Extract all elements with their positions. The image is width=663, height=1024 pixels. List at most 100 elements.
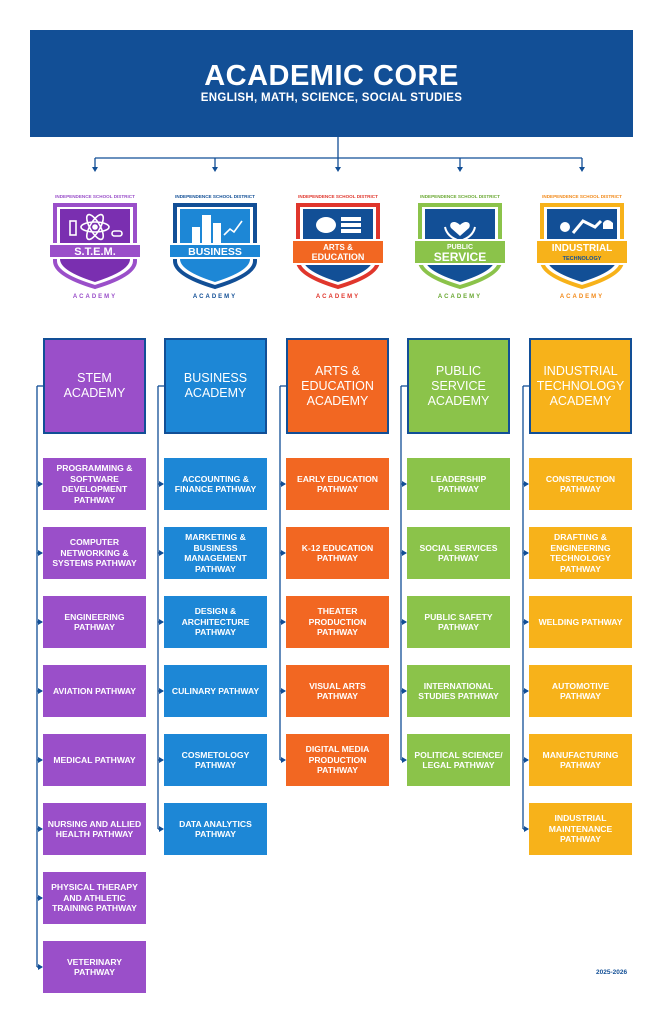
arts-education-pathway-box: DIGITAL MEDIA PRODUCTION PATHWAY [286, 734, 389, 786]
stem-pathway-box: VETERINARY PATHWAY [43, 941, 146, 993]
business-pathway-box: COSMETOLOGY PATHWAY [164, 734, 267, 786]
pathway-arrow-icon [281, 619, 286, 625]
pathway-arrow-icon [281, 550, 286, 556]
public-service-pathway-box: INTERNATIONAL STUDIES PATHWAY [407, 665, 510, 717]
pathway-arrow-icon [524, 619, 529, 625]
pathway-arrow-icon [38, 481, 43, 487]
pathway-arrow-icon [402, 481, 407, 487]
stem-pathway-box: PHYSICAL THERAPY AND ATHLETIC TRAINING P… [43, 872, 146, 924]
logo-name-line1: INDUSTRIAL [552, 243, 613, 254]
pathway-arrow-icon [402, 757, 407, 763]
pathway-arrow-icon [281, 688, 286, 694]
atom-icon [69, 213, 123, 241]
industrial-technology-pathway-box: DRAFTING & ENGINEERING TECHNOLOGY PATHWA… [529, 527, 632, 579]
stem-pathway-box: COMPUTER NETWORKING & SYSTEMS PATHWAY [43, 527, 146, 579]
industrial-technology-academy-header: INDUSTRIAL TECHNOLOGY ACADEMY [529, 338, 632, 434]
logo-name-line2: EDUCATION [312, 252, 365, 262]
logo-arrow-icon [335, 167, 341, 172]
stem-pathway-box: PROGRAMMING & SOFTWARE DEVELOPMENT PATHW… [43, 458, 146, 510]
public-service-pathway-box: POLITICAL SCIENCE/ LEGAL PATHWAY [407, 734, 510, 786]
logo-bottom-text: ACADEMY [73, 294, 117, 300]
logo-name-line2: SERVICE [434, 250, 486, 264]
palette-books-icon [316, 217, 361, 233]
pathway-arrow-icon [38, 550, 43, 556]
pathway-arrow-icon [159, 619, 164, 625]
arts-education-academy-logo: INDEPENDENCE SCHOOL DISTRICT ARTS & EDUC… [283, 183, 393, 305]
pathway-arrow-icon [524, 688, 529, 694]
pathway-arrow-icon [159, 826, 164, 832]
business-pathway-box: ACCOUNTING & FINANCE PATHWAY [164, 458, 267, 510]
stem-academy-logo: INDEPENDENCE SCHOOL DISTRICT S.T.E.M. AC… [40, 183, 150, 305]
industrial-technology-pathway-box: AUTOMOTIVE PATHWAY [529, 665, 632, 717]
industrial-technology-pathway-box: WELDING PATHWAY [529, 596, 632, 648]
pathway-arrow-icon [159, 550, 164, 556]
logo-bottom-text: ACADEMY [316, 294, 360, 300]
logo-arc-text: INDEPENDENCE SCHOOL DISTRICT [298, 194, 378, 199]
stem-pathway-box: AVIATION PATHWAY [43, 665, 146, 717]
logo-bottom-text: ACADEMY [193, 294, 237, 300]
core-title: ACADEMIC CORE [204, 60, 459, 92]
public-service-academy-logo: INDEPENDENCE SCHOOL DISTRICT PUBLIC SERV… [405, 183, 515, 305]
stem-pathway-box: ENGINEERING PATHWAY [43, 596, 146, 648]
logo-arc-text: INDEPENDENCE SCHOOL DISTRICT [175, 194, 255, 199]
logo-name-line2: TECHNOLOGY [563, 256, 602, 262]
pathway-arrow-icon [524, 826, 529, 832]
robot-arm-gear-icon [560, 219, 613, 234]
stem-academy-header: STEM ACADEMY [43, 338, 146, 434]
academic-core-banner: ACADEMIC CORE ENGLISH, MATH, SCIENCE, SO… [30, 30, 633, 137]
public-service-pathway-box: PUBLIC SAFETY PATHWAY [407, 596, 510, 648]
business-academy-logo: INDEPENDENCE SCHOOL DISTRICT BUSINESS AC… [160, 183, 270, 305]
pathway-arrow-icon [38, 619, 43, 625]
logo-name-line1: PUBLIC [447, 244, 473, 251]
logo-bottom-text: ACADEMY [560, 294, 604, 300]
stem-pathway-box: MEDICAL PATHWAY [43, 734, 146, 786]
arts-education-pathway-box: K-12 EDUCATION PATHWAY [286, 527, 389, 579]
logo-name-line1: ARTS & [323, 243, 353, 252]
pathway-arrow-icon [402, 688, 407, 694]
public-service-academy-header: PUBLIC SERVICE ACADEMY [407, 338, 510, 434]
industrial-technology-pathway-box: INDUSTRIAL MAINTENANCE PATHWAY [529, 803, 632, 855]
logo-name: S.T.E.M. [74, 246, 116, 258]
pathway-arrow-icon [524, 481, 529, 487]
arts-education-pathway-box: VISUAL ARTS PATHWAY [286, 665, 389, 717]
pathway-arrow-icon [159, 688, 164, 694]
pathway-arrow-icon [159, 757, 164, 763]
logo-arrow-icon [579, 167, 585, 172]
industrial-technology-pathway-box: CONSTRUCTION PATHWAY [529, 458, 632, 510]
public-service-pathway-box: SOCIAL SERVICES PATHWAY [407, 527, 510, 579]
pathway-arrow-icon [38, 826, 43, 832]
logo-bottom-text: ACADEMY [438, 294, 482, 300]
industrial-technology-academy-logo: INDEPENDENCE SCHOOL DISTRICT INDUSTRIAL … [527, 183, 637, 305]
arts-education-academy-header: ARTS & EDUCATION ACADEMY [286, 338, 389, 434]
arts-education-pathway-box: EARLY EDUCATION PATHWAY [286, 458, 389, 510]
logo-arc-text: INDEPENDENCE SCHOOL DISTRICT [55, 194, 135, 199]
business-academy-header: BUSINESS ACADEMY [164, 338, 267, 434]
pathway-arrow-icon [38, 964, 43, 970]
logo-arrow-icon [212, 167, 218, 172]
logo-arc-text: INDEPENDENCE SCHOOL DISTRICT [542, 194, 622, 199]
pathway-arrow-icon [159, 481, 164, 487]
logo-arrow-icon [457, 167, 463, 172]
industrial-technology-pathway-box: MANUFACTURING PATHWAY [529, 734, 632, 786]
pathway-arrow-icon [38, 895, 43, 901]
pathway-arrow-icon [402, 550, 407, 556]
business-pathway-box: DESIGN & ARCHITECTURE PATHWAY [164, 596, 267, 648]
logo-arc-text: INDEPENDENCE SCHOOL DISTRICT [420, 194, 500, 199]
business-pathway-box: DATA ANALYTICS PATHWAY [164, 803, 267, 855]
pathway-arrow-icon [38, 688, 43, 694]
stem-pathway-box: NURSING AND ALLIED HEALTH PATHWAY [43, 803, 146, 855]
business-pathway-box: MARKETING & BUSINESS MANAGEMENT PATHWAY [164, 527, 267, 579]
business-pathway-box: CULINARY PATHWAY [164, 665, 267, 717]
pathway-arrow-icon [281, 481, 286, 487]
public-service-pathway-box: LEADERSHIP PATHWAY [407, 458, 510, 510]
logo-name: BUSINESS [188, 246, 242, 258]
pathway-arrow-icon [402, 619, 407, 625]
arts-education-pathway-box: THEATER PRODUCTION PATHWAY [286, 596, 389, 648]
logo-arrow-icon [92, 167, 98, 172]
pathway-arrow-icon [524, 757, 529, 763]
core-subtitle: ENGLISH, MATH, SCIENCE, SOCIAL STUDIES [200, 92, 463, 104]
city-chart-icon [192, 215, 243, 243]
pathway-arrow-icon [38, 757, 43, 763]
pathway-arrow-icon [281, 757, 286, 763]
